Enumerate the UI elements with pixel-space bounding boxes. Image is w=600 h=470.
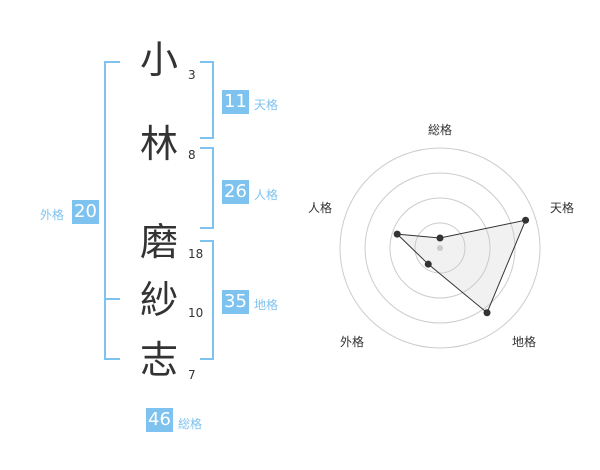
chikaku-label: 地格 [254,298,279,312]
stroke-count-4: 10 [188,306,204,320]
soukaku-label: 総格 [178,417,203,431]
radar-center-dot [437,245,443,251]
radar-area [395,219,527,314]
radar-point [424,260,432,268]
jinkaku-bracket [200,147,214,229]
radar-point [483,309,491,317]
jinkaku-value-badge: 26 [222,180,249,204]
chikaku-value-badge: 35 [222,290,249,314]
radar-grid-ring [414,222,466,274]
radar-shape [393,216,530,317]
soukaku-value-badge: 46 [146,408,173,432]
stroke-count-3: 18 [188,247,204,261]
radar-grid-ring [364,172,516,324]
radar-point [522,216,530,224]
name-char-4: 紗 [140,278,179,322]
radar-axis-label-tenkaku: 天格 [550,200,574,215]
stroke-count-2: 8 [188,148,196,162]
chikaku-bracket [200,240,214,360]
radar-grid-ring [389,197,491,299]
radar-axis-label-jinkaku: 人格 [308,200,332,215]
stroke-count-5: 7 [188,368,196,382]
radar-grid-ring [339,147,541,349]
gaikaku-inner-bracket [104,298,120,300]
gaikaku-label: 外格 [40,208,65,222]
radar-point [393,230,401,238]
name-char-1: 小 [140,38,179,82]
radar-axis-label-chikaku: 地格 [512,334,536,349]
gaikaku-bracket [104,61,120,360]
tenkaku-bracket [200,61,214,139]
stroke-count-1: 3 [188,68,196,82]
radar-axis-label-soukaku: 総格 [428,122,452,137]
radar-point [436,234,444,242]
name-char-2: 林 [140,122,179,166]
radar-grid [339,147,541,349]
jinkaku-label: 人格 [254,188,279,202]
gaikaku-value-badge: 20 [72,200,99,224]
tenkaku-value-badge: 11 [222,90,249,114]
name-char-5: 志 [140,338,179,382]
tenkaku-label: 天格 [254,98,279,112]
name-char-3: 磨 [140,220,179,264]
radar-axis-label-gaikaku: 外格 [340,334,364,349]
